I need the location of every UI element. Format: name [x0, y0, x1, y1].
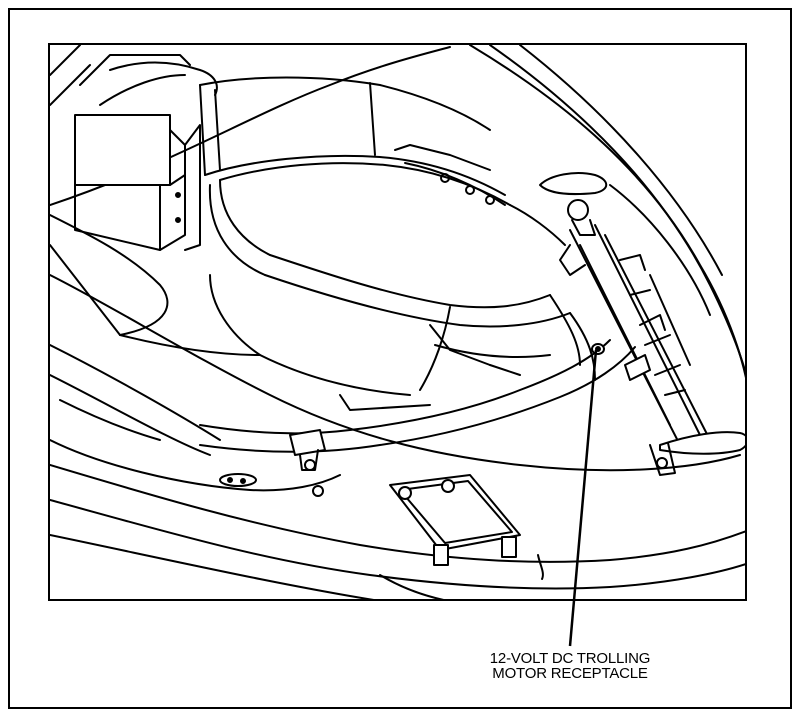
- side-deck: [50, 214, 341, 492]
- callout-line-1: 12-VOLT DC TROLLING: [489, 650, 651, 667]
- boat-bow-illustration: [48, 43, 747, 601]
- bow-hardware: [289, 429, 544, 580]
- callout-label: 12-VOLT DC TROLLING MOTOR RECEPTACLE: [440, 651, 700, 681]
- trolling-motor: [539, 172, 745, 476]
- callout-line-2: MOTOR RECEPTACLE: [492, 665, 648, 682]
- console: [50, 45, 218, 251]
- bow-seating: [199, 76, 636, 453]
